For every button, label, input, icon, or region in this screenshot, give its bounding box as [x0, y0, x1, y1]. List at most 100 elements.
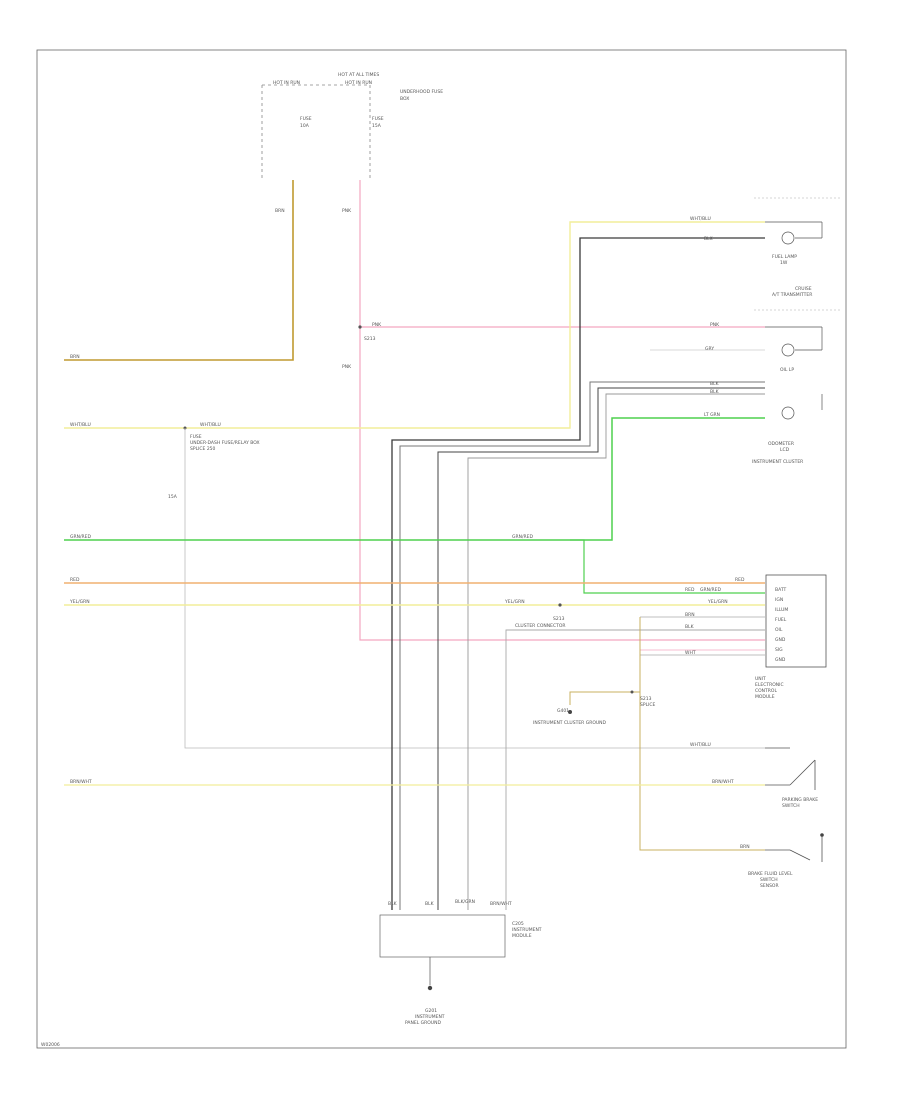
label-wire-blk-grn: BLK/GRN	[455, 899, 475, 905]
label-fuse2: FUSE	[372, 116, 384, 122]
label-fuse2-sub: 15A	[372, 123, 382, 129]
label-connector-inst: INSTRUMENT	[512, 927, 542, 933]
label-left-red: RED	[70, 577, 80, 583]
label-parking-brake: PARKING BRAKE	[782, 797, 818, 803]
label-left-brn: BRN	[70, 354, 80, 360]
label-s213: S213	[640, 696, 652, 702]
label-wire-lt-grn: LT GRN	[704, 412, 720, 418]
pin-1: BATT	[775, 587, 786, 593]
label-wire-pnk2: PNK	[342, 364, 352, 370]
label-wire-gry: GRY	[705, 346, 714, 352]
wire-gray-thin	[184, 428, 765, 749]
wire-blk-3	[437, 387, 765, 910]
label-wire-wht-blu3: WHT/BLU	[690, 742, 711, 748]
pin-3: ILLUM	[775, 607, 788, 613]
gauge-control-module: BATT IGN ILLUM FUEL OIL GND SIG GND UNIT…	[755, 574, 827, 700]
label-wire-blk6: BLK	[425, 901, 435, 907]
label-mid-fuse: FUSE	[190, 434, 202, 440]
odometer-lcd: ODOMETER LCD INSTRUMENT CLUSTER	[752, 394, 823, 465]
label-oil-lamp: OIL LP	[780, 367, 794, 373]
label-wire-brn-wht2: BRN/WHT	[712, 779, 734, 785]
label-cruise-sub: A/T TRANSMITTER	[772, 292, 812, 298]
label-wire-yel-grn: YEL/GRN	[504, 599, 525, 605]
label-connector-box: CLUSTER CONNECTOR	[515, 623, 566, 629]
label-wire-pnk-r: PNK	[710, 322, 720, 328]
label-brake-fluid: BRAKE FLUID LEVEL	[748, 871, 793, 877]
fuel-lamp: FUEL LAMP 1W CRUISE A/T TRANSMITTER	[765, 221, 823, 298]
gauge-label-3: CONTROL	[755, 688, 777, 694]
oil-lamp: OIL LP GRY	[650, 326, 823, 373]
pin-2: IGN	[775, 597, 783, 603]
parking-brake-switch: PARKING BRAKE SWITCH	[765, 747, 818, 809]
label-hot-in-run: HOT IN RUN	[273, 80, 300, 86]
label-fuse1: FUSE	[300, 116, 312, 122]
label-cluster: INSTRUMENT CLUSTER	[752, 459, 803, 465]
label-wire-blk5: BLK	[388, 901, 398, 907]
label-pin-wire-c: BLK	[685, 624, 695, 630]
gauge-label-1: UNIT	[755, 676, 766, 682]
label-pin-wire-b: BRN	[685, 612, 695, 618]
label-fuel-lamp-sub: 1W	[780, 260, 788, 266]
label-cluster-ground: INSTRUMENT CLUSTER GROUND	[533, 720, 607, 726]
label-underhood: UNDERHOOD FUSE	[400, 89, 443, 95]
label-left-brn-wht: BRN/WHT	[70, 779, 92, 785]
label-wire-pnk: PNK	[342, 208, 352, 214]
label-wire-yel-grn2: YEL/GRN	[707, 599, 728, 605]
pin-4: FUEL	[775, 617, 787, 623]
splice-dot-yg	[558, 603, 562, 607]
pin-7: SIG	[775, 647, 783, 653]
label-wire-pnk3: PNK	[372, 322, 382, 328]
label-wire-brn4: BRN	[740, 844, 750, 850]
label-brake-fluid-sub2: SENSOR	[760, 883, 779, 889]
label-fuse1-sub: 10A	[300, 123, 310, 129]
brake-fluid-switch: BRN BRAKE FLUID LEVEL SWITCH SENSOR	[740, 833, 824, 889]
label-brake-fluid-sub: SWITCH	[760, 877, 778, 883]
label-hot-at-all-times-2: HOT IN RUN	[345, 80, 372, 86]
label-wire-wht-blu2: WHT/BLU	[690, 216, 711, 222]
label-underhood-sub: BOX	[400, 96, 409, 102]
label-mid-label2: SPLICE 250	[190, 446, 216, 452]
label-wire-wht-blu: WHT/BLU	[200, 422, 221, 428]
label-ground-g-sub2: PANEL GROUND	[405, 1020, 441, 1026]
label-gauge-module: MODULE	[512, 933, 532, 939]
pin-8: GND	[775, 657, 786, 663]
wire-brn-top	[64, 180, 294, 361]
control-unit-box: BLK BLK BLK/GRN BRN/WHT C205 INSTRUMENT …	[379, 899, 542, 1026]
label-odometer: ODOMETER	[768, 441, 794, 447]
label-wire-red: RED	[735, 577, 745, 583]
label-wire-brn: BRN	[275, 208, 285, 214]
label-left-yel-grn: YEL/GRN	[69, 599, 90, 605]
label-wire-grn-red: GRN/RED	[512, 534, 533, 540]
label-ground-g: G201	[425, 1008, 437, 1014]
ground-g401-symbol	[568, 710, 572, 714]
gauge-label-2: ELECTRONIC	[755, 682, 784, 688]
label-fuel-lamp: FUEL LAMP	[772, 254, 797, 260]
wire-gry	[505, 629, 765, 910]
wire-blk-4	[467, 393, 765, 910]
wire-yellow-top	[64, 221, 765, 429]
label-parking-brake-sub: SWITCH	[782, 803, 800, 809]
label-g401: G401	[557, 708, 569, 714]
label-pin-wire-d: WHT	[685, 650, 696, 656]
label-mid-label: UNDER-DASH FUSE/RELAY BOX	[190, 440, 260, 446]
label-odometer-sub: LCD	[780, 447, 790, 453]
pin-5: OIL	[775, 627, 783, 633]
wire-green-branch	[570, 539, 765, 594]
label-connector-box2: S213	[553, 616, 565, 622]
label-wire-blk3: BLK	[710, 389, 720, 395]
label-wire-blk2: BLK	[710, 381, 720, 387]
wire-blk-2	[399, 381, 765, 910]
label-hot-at-all-times: HOT AT ALL TIMES	[338, 72, 379, 78]
label-wire-grn-red2: GRN/RED	[700, 587, 721, 593]
label-wire-brn-wht: BRN/WHT	[490, 901, 512, 907]
corner-code: W02006	[41, 1042, 60, 1048]
label-connector-c205: C205	[512, 921, 524, 927]
label-left-wht-blu: WHT/BLU	[70, 422, 91, 428]
label-ground-g-sub: INSTRUMENT	[415, 1014, 445, 1020]
label-left-grn-red: GRN/RED	[70, 534, 91, 540]
label-s213-sub: SPLICE	[640, 702, 656, 708]
diagram-frame	[36, 49, 847, 1049]
wire-tan-brake	[639, 617, 765, 851]
wire-green	[64, 417, 765, 541]
